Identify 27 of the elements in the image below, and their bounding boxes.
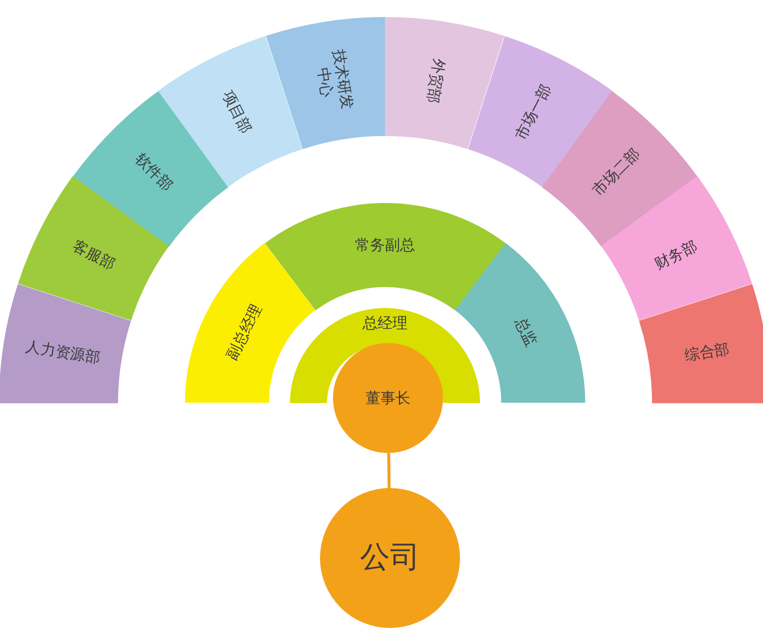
ring-segment <box>454 243 585 403</box>
node-label: 公司 <box>360 540 420 576</box>
ring-segment <box>0 284 132 403</box>
node-label: 市场二部 <box>588 144 644 200</box>
node-label: 项目部 <box>218 88 255 136</box>
connector-line <box>387 452 391 488</box>
node-label: 常务副总 <box>354 236 415 254</box>
circle-node <box>333 343 443 453</box>
node-label: 技术研发中心 <box>312 48 356 112</box>
ring-segment <box>185 243 316 403</box>
node-label: 董事长 <box>366 389 410 407</box>
ring-segment <box>385 17 504 150</box>
node-label: 人力资源部 <box>24 337 101 367</box>
ring-segment <box>264 203 506 310</box>
node-label: 副总经理 <box>222 302 266 364</box>
circle-node <box>320 488 460 628</box>
node-label: 客服部 <box>70 236 118 273</box>
ring-segment <box>638 284 763 403</box>
node-label: 市场一部 <box>512 81 555 143</box>
node-label: 总监 <box>512 315 542 350</box>
node-label: 总经理 <box>362 314 408 332</box>
ring-segment <box>290 308 480 403</box>
node-label: 外贸部 <box>424 56 448 104</box>
node-label: 综合部 <box>684 340 732 364</box>
node-label: 财务部 <box>652 236 700 273</box>
ring-segment <box>266 17 385 150</box>
node-label: 软件部 <box>132 150 176 194</box>
